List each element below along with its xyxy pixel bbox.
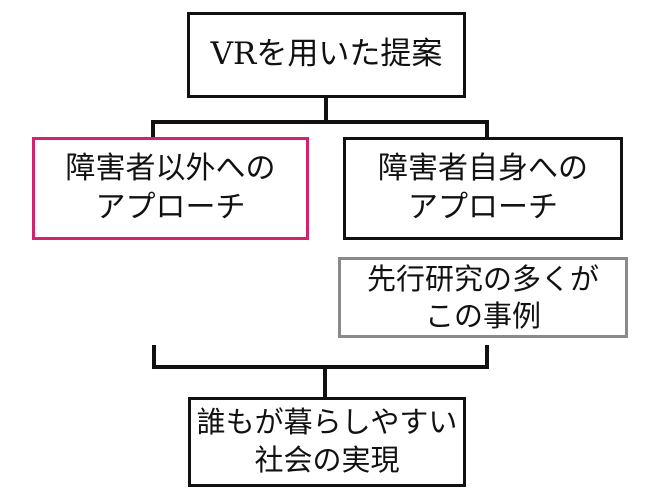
goal-box: 誰もが暮らしやすい 社会の実現 (188, 397, 466, 487)
right-branch-connector (485, 120, 489, 137)
proposal-box: VRを用いた提案 (187, 12, 466, 98)
root-stem-connector (324, 98, 328, 122)
bracket-left-connector (152, 345, 156, 367)
prior-research-line2: この事例 (424, 298, 541, 333)
disabled-self-approach-line1: 障害者自身への (378, 151, 588, 187)
disabled-self-approach-line2: アプローチ (408, 189, 558, 225)
branch-horizontal-connector (151, 120, 489, 124)
bracket-horizontal-connector (152, 365, 489, 369)
bracket-right-connector (485, 345, 489, 367)
prior-research-note-box: 先行研究の多くが この事例 (338, 257, 628, 338)
left-branch-connector (151, 120, 155, 137)
goal-stem-connector (323, 365, 327, 397)
prior-research-line1: 先行研究の多くが (366, 262, 599, 297)
goal-line1: 誰もが暮らしやすい (196, 405, 458, 440)
non-disabled-approach-line2: アプローチ (95, 189, 246, 225)
disabled-self-approach-box: 障害者自身への アプローチ (343, 137, 623, 240)
goal-line2: 社会の実現 (254, 443, 400, 477)
non-disabled-approach-box: 障害者以外への アプローチ (32, 137, 309, 240)
proposal-label: VRを用いた提案 (210, 36, 443, 73)
non-disabled-approach-line1: 障害者以外への (65, 151, 276, 187)
